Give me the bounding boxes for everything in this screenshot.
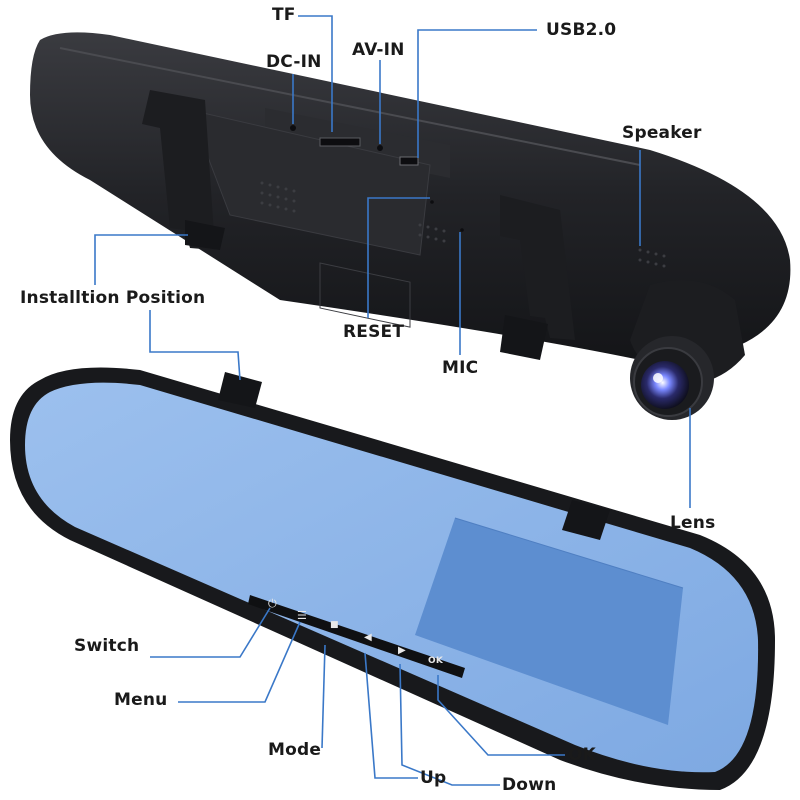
label-mic: MIC: [442, 358, 479, 378]
menu-leader: [178, 621, 301, 703]
reset-hole: [430, 200, 434, 204]
leader-lines: [94, 15, 691, 786]
down-leader: [399, 663, 500, 786]
label-dc-in: DC-IN: [266, 52, 322, 72]
label-reset: RESET: [343, 322, 405, 342]
usb-port: [399, 156, 419, 166]
speaker-grille: [260, 181, 666, 268]
label-tf: TF: [272, 5, 296, 25]
rear-view-front: [10, 367, 775, 790]
mic-hole: [460, 228, 464, 232]
label-lens: Lens: [670, 513, 716, 533]
ok-button[interactable]: OK: [428, 656, 444, 666]
mount-clip-right-top: [500, 195, 575, 340]
front-clip-left: [218, 372, 262, 408]
label-usb: USB2.0: [546, 20, 617, 40]
camera-lens-assembly: [630, 280, 745, 420]
button-strip: [248, 595, 465, 678]
mount-clip-left-top: [142, 90, 215, 250]
up-button-icon[interactable]: ◀: [364, 632, 372, 643]
install-position-bottom-leader: [149, 310, 241, 381]
usb-leader: [417, 29, 537, 158]
label-speaker: Speaker: [622, 123, 702, 143]
up-leader: [364, 652, 418, 779]
install-position-top-leader: [94, 234, 188, 285]
label-switch: Switch: [74, 636, 140, 656]
mode-button-icon[interactable]: ■: [330, 620, 339, 630]
label-mode: Mode: [268, 740, 322, 760]
down-button-icon[interactable]: ▶: [398, 645, 406, 656]
mount-clip-bottom-right: [500, 315, 548, 360]
tf-leader: [298, 15, 333, 132]
label-av-in: AV-IN: [352, 40, 405, 60]
ok-leader: [437, 675, 565, 756]
switch-leader: [150, 607, 271, 658]
menu-button-icon[interactable]: ☰: [297, 609, 308, 622]
reset-leader: [367, 197, 430, 318]
label-down: Down: [502, 775, 557, 795]
display-screen: [415, 518, 683, 725]
mode-leader: [321, 644, 326, 749]
rear-view-back: [30, 32, 791, 420]
av-in-port: [377, 145, 383, 151]
label-ok: OK: [568, 745, 597, 765]
lens-glass: [641, 361, 689, 409]
power-button-icon[interactable]: ⏻: [268, 597, 277, 610]
tf-slot: [319, 137, 361, 147]
front-clip-right: [562, 500, 610, 540]
label-up: Up: [420, 768, 447, 788]
label-install-position: Installtion Position: [20, 288, 206, 308]
label-menu: Menu: [114, 690, 168, 710]
mount-clip-bottom-left: [185, 220, 225, 250]
dc-in-port: [290, 125, 296, 131]
